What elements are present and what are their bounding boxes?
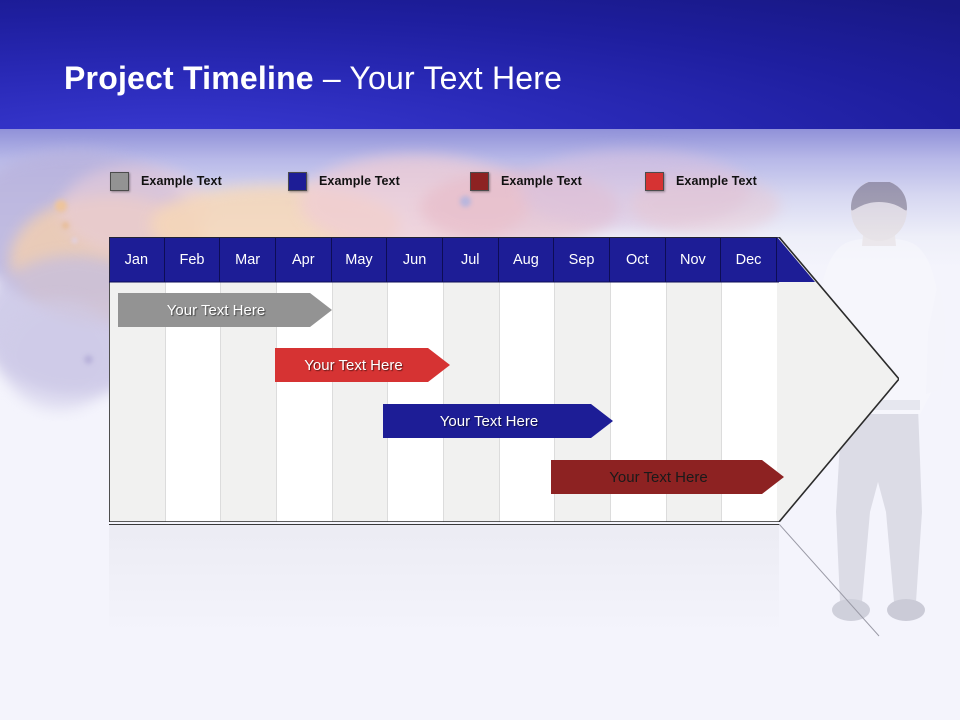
page-title-light: – Your Text Here (313, 60, 563, 96)
month-column-jul: Jul (442, 237, 499, 522)
timeline-bar-1[interactable]: Your Text Here (118, 293, 332, 327)
legend: Example Text Example Text Example Text Exam… (0, 170, 960, 194)
month-header-nov[interactable]: Nov (665, 237, 722, 282)
splatter-dot (84, 355, 93, 364)
month-header-mar[interactable]: Mar (220, 237, 276, 282)
legend-item-4: Example Text (645, 170, 757, 192)
legend-item-1: Example Text (110, 170, 222, 192)
column-divider (498, 282, 500, 522)
month-header-may[interactable]: May (331, 237, 388, 282)
legend-swatch-icon (470, 171, 489, 191)
timeline-bar-2[interactable]: Your Text Here (275, 348, 450, 382)
splatter-dot (62, 222, 69, 229)
header-arrow-wedge (777, 237, 815, 282)
legend-label: Example Text (676, 174, 757, 188)
month-header-oct[interactable]: Oct (609, 237, 666, 282)
month-column-jan: Jan (109, 237, 165, 522)
column-divider (442, 282, 444, 522)
timeline-bar-3[interactable]: Your Text Here (383, 404, 613, 438)
column-divider (331, 282, 333, 522)
month-header-aug[interactable]: Aug (498, 237, 555, 282)
legend-label: Example Text (319, 174, 400, 188)
watercolor-splatter (520, 150, 750, 230)
month-header-sep[interactable]: Sep (554, 237, 610, 282)
splatter-dot (72, 238, 77, 243)
month-header-jul[interactable]: Jul (442, 237, 499, 282)
month-header-dec[interactable]: Dec (721, 237, 777, 282)
timeline-bar-4[interactable]: Your Text Here (551, 460, 784, 494)
timeline-bar-label: Your Text Here (439, 412, 539, 430)
month-header-apr[interactable]: Apr (275, 237, 332, 282)
month-column-aug: Aug (498, 237, 555, 522)
column-divider (109, 282, 110, 522)
page-title-strong: Project Timeline (64, 60, 314, 96)
splatter-dot (55, 200, 67, 212)
legend-swatch-icon (110, 171, 129, 191)
splatter-dot (460, 196, 471, 207)
month-header-jun[interactable]: Jun (387, 237, 443, 282)
legend-item-2: Example Text (288, 170, 400, 192)
legend-item-3: Example Text (470, 170, 582, 192)
legend-swatch-icon (645, 171, 664, 191)
page-title: Project Timeline – Your Text Here (64, 60, 562, 97)
month-header-jan[interactable]: Jan (109, 237, 165, 282)
column-divider (387, 282, 389, 522)
month-column-mar: Mar (220, 237, 276, 522)
watercolor-splatter (0, 300, 120, 410)
legend-label: Example Text (501, 174, 582, 188)
legend-label: Example Text (141, 174, 222, 188)
month-header-feb[interactable]: Feb (164, 237, 221, 282)
timeline-bar-label: Your Text Here (609, 468, 708, 486)
legend-swatch-icon (288, 171, 307, 191)
title-banner: Project Timeline – Your Text Here (0, 0, 960, 129)
month-column-feb: Feb (164, 237, 221, 522)
timeline-bar-label: Your Text Here (304, 356, 403, 374)
timeline-reflection (109, 524, 779, 634)
timeline-bar-label: Your Text Here (166, 301, 266, 319)
